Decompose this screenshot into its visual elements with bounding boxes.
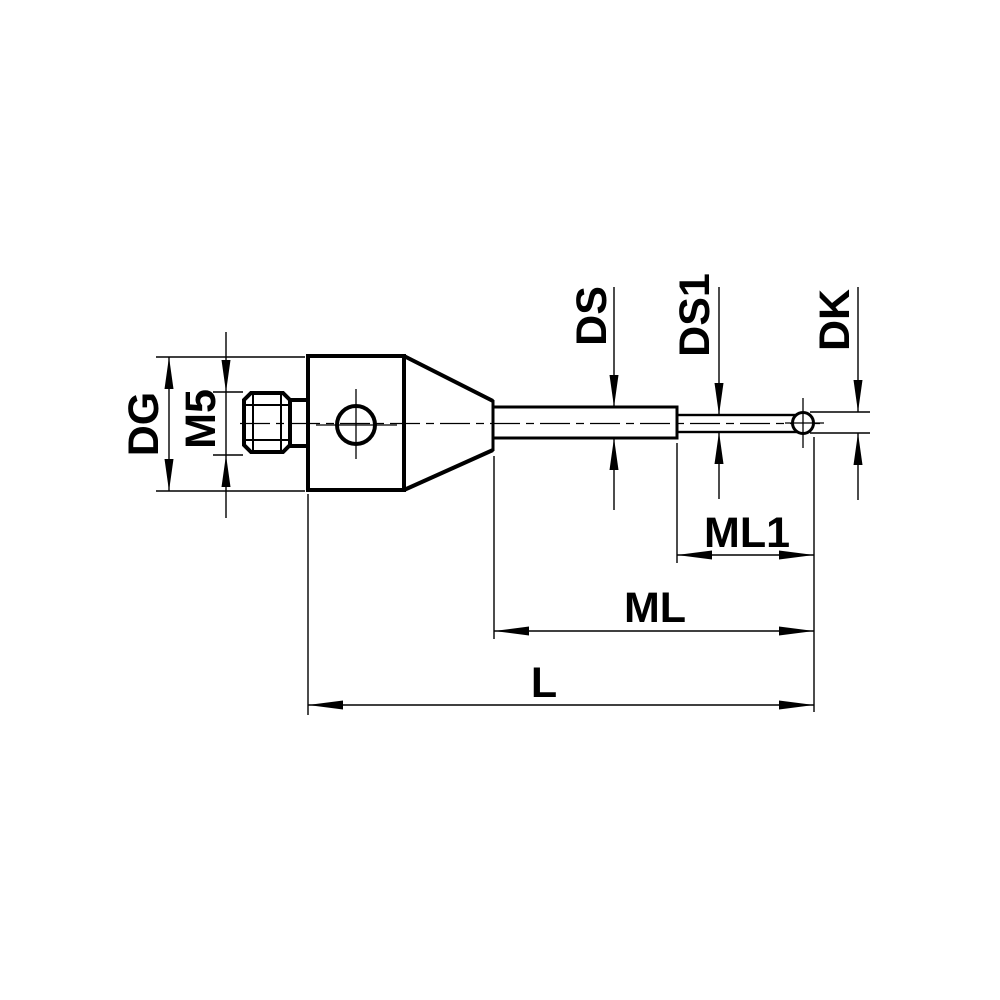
dg-arrow-up <box>164 357 174 389</box>
l-arrow-left <box>308 700 343 710</box>
ml-arrow-right <box>779 626 814 636</box>
dg-arrow-down <box>164 459 174 491</box>
label-ds: DS <box>568 286 616 346</box>
taper-top-line <box>403 354 494 403</box>
ds-arrow-up <box>609 438 619 470</box>
label-ml1: ML1 <box>704 509 790 557</box>
label-l: L <box>531 659 557 707</box>
m5-arrow-down <box>221 360 231 392</box>
label-ml: ML <box>624 584 686 632</box>
ml1-arrow-right <box>779 550 814 560</box>
ds-arrow-down <box>609 375 619 407</box>
label-m5: M5 <box>177 389 225 449</box>
ds1-arrow-up <box>714 432 724 464</box>
thread-stud-outline <box>242 391 292 454</box>
ml-arrow-left <box>494 626 529 636</box>
ml1-arrow-left <box>677 550 712 560</box>
label-dg: DG <box>120 392 168 457</box>
holder-body <box>306 354 406 492</box>
stem-thick <box>491 405 679 440</box>
m5-arrow-up <box>221 455 231 487</box>
ds1-arrow-down <box>714 383 724 415</box>
label-ds1: DS1 <box>671 273 719 357</box>
taper-bottom-line <box>403 448 494 492</box>
label-dk: DK <box>811 289 859 351</box>
dk-arrow-up <box>853 433 863 465</box>
l-arrow-right <box>779 700 814 710</box>
dk-arrow-down <box>853 380 863 412</box>
